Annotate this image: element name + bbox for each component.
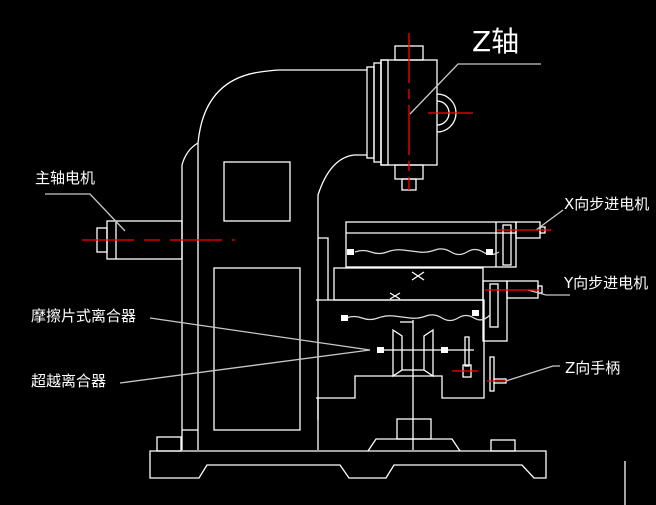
z-handle-plate xyxy=(489,356,495,392)
x-bearing-left xyxy=(347,249,354,255)
screw-nut xyxy=(396,418,432,440)
leader-friction xyxy=(149,317,371,351)
column-outline xyxy=(181,69,367,450)
leader-x-stepper xyxy=(535,209,564,231)
y-bearing-right xyxy=(472,310,479,316)
shaft-bearing-right xyxy=(441,347,448,353)
x-table xyxy=(345,221,517,268)
head-plate-1 xyxy=(366,66,375,159)
throat-curve xyxy=(317,154,367,450)
leader-spindle-motor xyxy=(45,193,126,232)
base-bolt-left xyxy=(156,436,182,452)
base-outline xyxy=(149,450,547,479)
gear-right-small xyxy=(464,336,470,367)
y-bearing-left xyxy=(341,315,348,321)
y-saddle xyxy=(333,267,484,301)
x-lead-screw xyxy=(354,248,500,256)
head-plate-2 xyxy=(373,62,382,163)
x-motor-coupling xyxy=(502,224,512,266)
label-spindle-motor: 主轴电机 xyxy=(35,169,96,187)
y-lead-screw xyxy=(345,314,491,322)
label-z-axis: Z轴 xyxy=(472,25,520,58)
leader-y-stepper xyxy=(527,289,570,296)
leader-z-axis xyxy=(409,63,541,115)
knee-outline xyxy=(316,299,485,399)
label-friction-clutch: 摩擦片式离合器 xyxy=(31,307,137,325)
label-z-handle: Z向手柄 xyxy=(565,359,621,377)
x-cross-mark xyxy=(411,271,425,281)
bevel-gear-right xyxy=(423,328,434,378)
y-cross-mark xyxy=(389,292,401,300)
label-overrunning-clutch: 超越离合器 xyxy=(31,372,107,390)
bevel-gear-left xyxy=(392,328,403,378)
upper-window xyxy=(223,161,291,222)
knee-left-step xyxy=(318,237,329,300)
y-motor-housing xyxy=(482,280,508,342)
label-x-stepper: X向步进电机 xyxy=(564,195,650,213)
base-bolt-right xyxy=(490,439,516,452)
leader-overrunning xyxy=(119,349,371,384)
label-y-stepper: Y向步进电机 xyxy=(564,274,649,292)
leader-z-handle xyxy=(505,365,560,382)
y-motor-coupling xyxy=(489,283,499,328)
head-plate-3 xyxy=(380,59,389,166)
shaft-bearing-left xyxy=(377,347,384,353)
base-pedestal xyxy=(367,438,461,452)
x-bearing-right xyxy=(486,249,493,255)
lower-window xyxy=(213,267,301,431)
